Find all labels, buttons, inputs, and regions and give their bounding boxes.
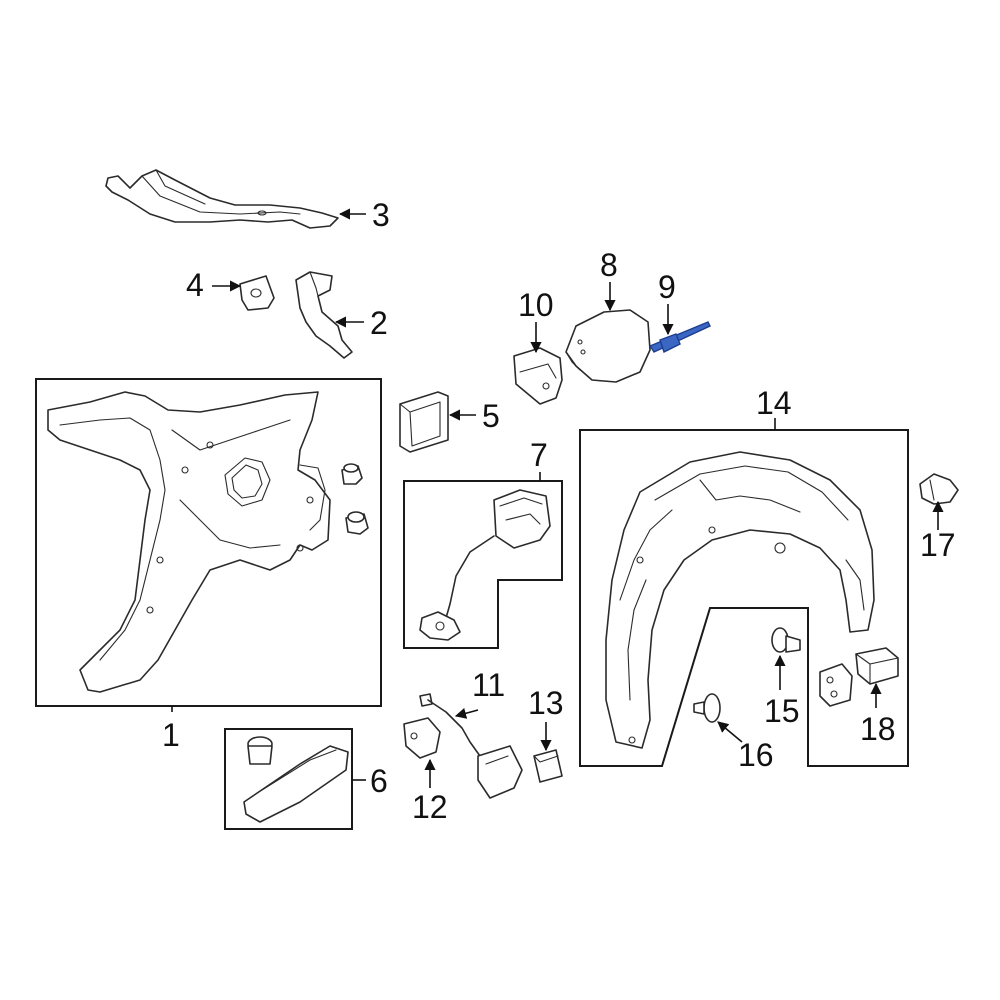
callout-10: 10 (518, 287, 554, 323)
part-14-frame (579, 429, 909, 767)
part-1-bushing-lower[interactable] (345, 511, 369, 535)
part-17-clip[interactable] (919, 473, 959, 505)
part-18-bracket[interactable] (819, 663, 853, 707)
callout-5: 5 (482, 398, 500, 434)
part-1-bushing-upper[interactable] (341, 463, 363, 485)
part-6-spacer[interactable] (243, 745, 349, 823)
part-16-push-pin[interactable] (693, 693, 721, 723)
callout-12: 12 (412, 789, 448, 825)
leader-lines (171, 208, 944, 788)
part-6-clip[interactable] (247, 736, 273, 765)
callout-14: 14 (756, 385, 792, 421)
part-15-push-pin[interactable] (771, 627, 801, 653)
part-10-lock-actuator[interactable] (513, 347, 563, 405)
part-8-fuel-door[interactable] (565, 309, 651, 383)
part-9-door-rod-highlighted[interactable] (648, 321, 711, 353)
part-11-wire-harness[interactable] (419, 693, 523, 799)
callout-labels: 1 2 3 4 5 6 7 8 9 10 11 12 13 14 15 16 1… (162, 197, 956, 825)
callout-11: 11 (472, 667, 505, 703)
part-1-frame (35, 378, 382, 707)
part-12-connector[interactable] (403, 717, 441, 759)
callout-13: 13 (528, 685, 564, 721)
part-7-frame (403, 480, 563, 649)
part-3-extension-panel[interactable] (105, 169, 339, 229)
callout-18: 18 (860, 711, 896, 747)
part-2-bracket[interactable] (295, 271, 353, 359)
callout-3: 3 (372, 197, 390, 233)
part-7-fuel-door-housing-with-cable[interactable] (419, 489, 551, 641)
callout-8: 8 (600, 247, 618, 283)
part-5-pocket[interactable] (399, 391, 449, 453)
callout-16: 16 (738, 737, 774, 773)
part-14-wheel-liner[interactable] (605, 451, 875, 749)
callout-4: 4 (186, 267, 204, 303)
callout-9: 9 (658, 269, 676, 305)
part-4-gasket[interactable] (239, 275, 275, 311)
part-18-nut[interactable] (855, 647, 899, 685)
callout-6: 6 (370, 763, 388, 799)
part-13-cap[interactable] (533, 749, 563, 783)
callout-2: 2 (370, 305, 388, 341)
part-1-quarter-panel[interactable] (47, 391, 331, 693)
callout-15: 15 (764, 693, 800, 729)
callout-1: 1 (162, 717, 180, 753)
part-6-frame (224, 728, 353, 830)
callout-7: 7 (530, 437, 548, 473)
callout-17: 17 (920, 527, 956, 563)
